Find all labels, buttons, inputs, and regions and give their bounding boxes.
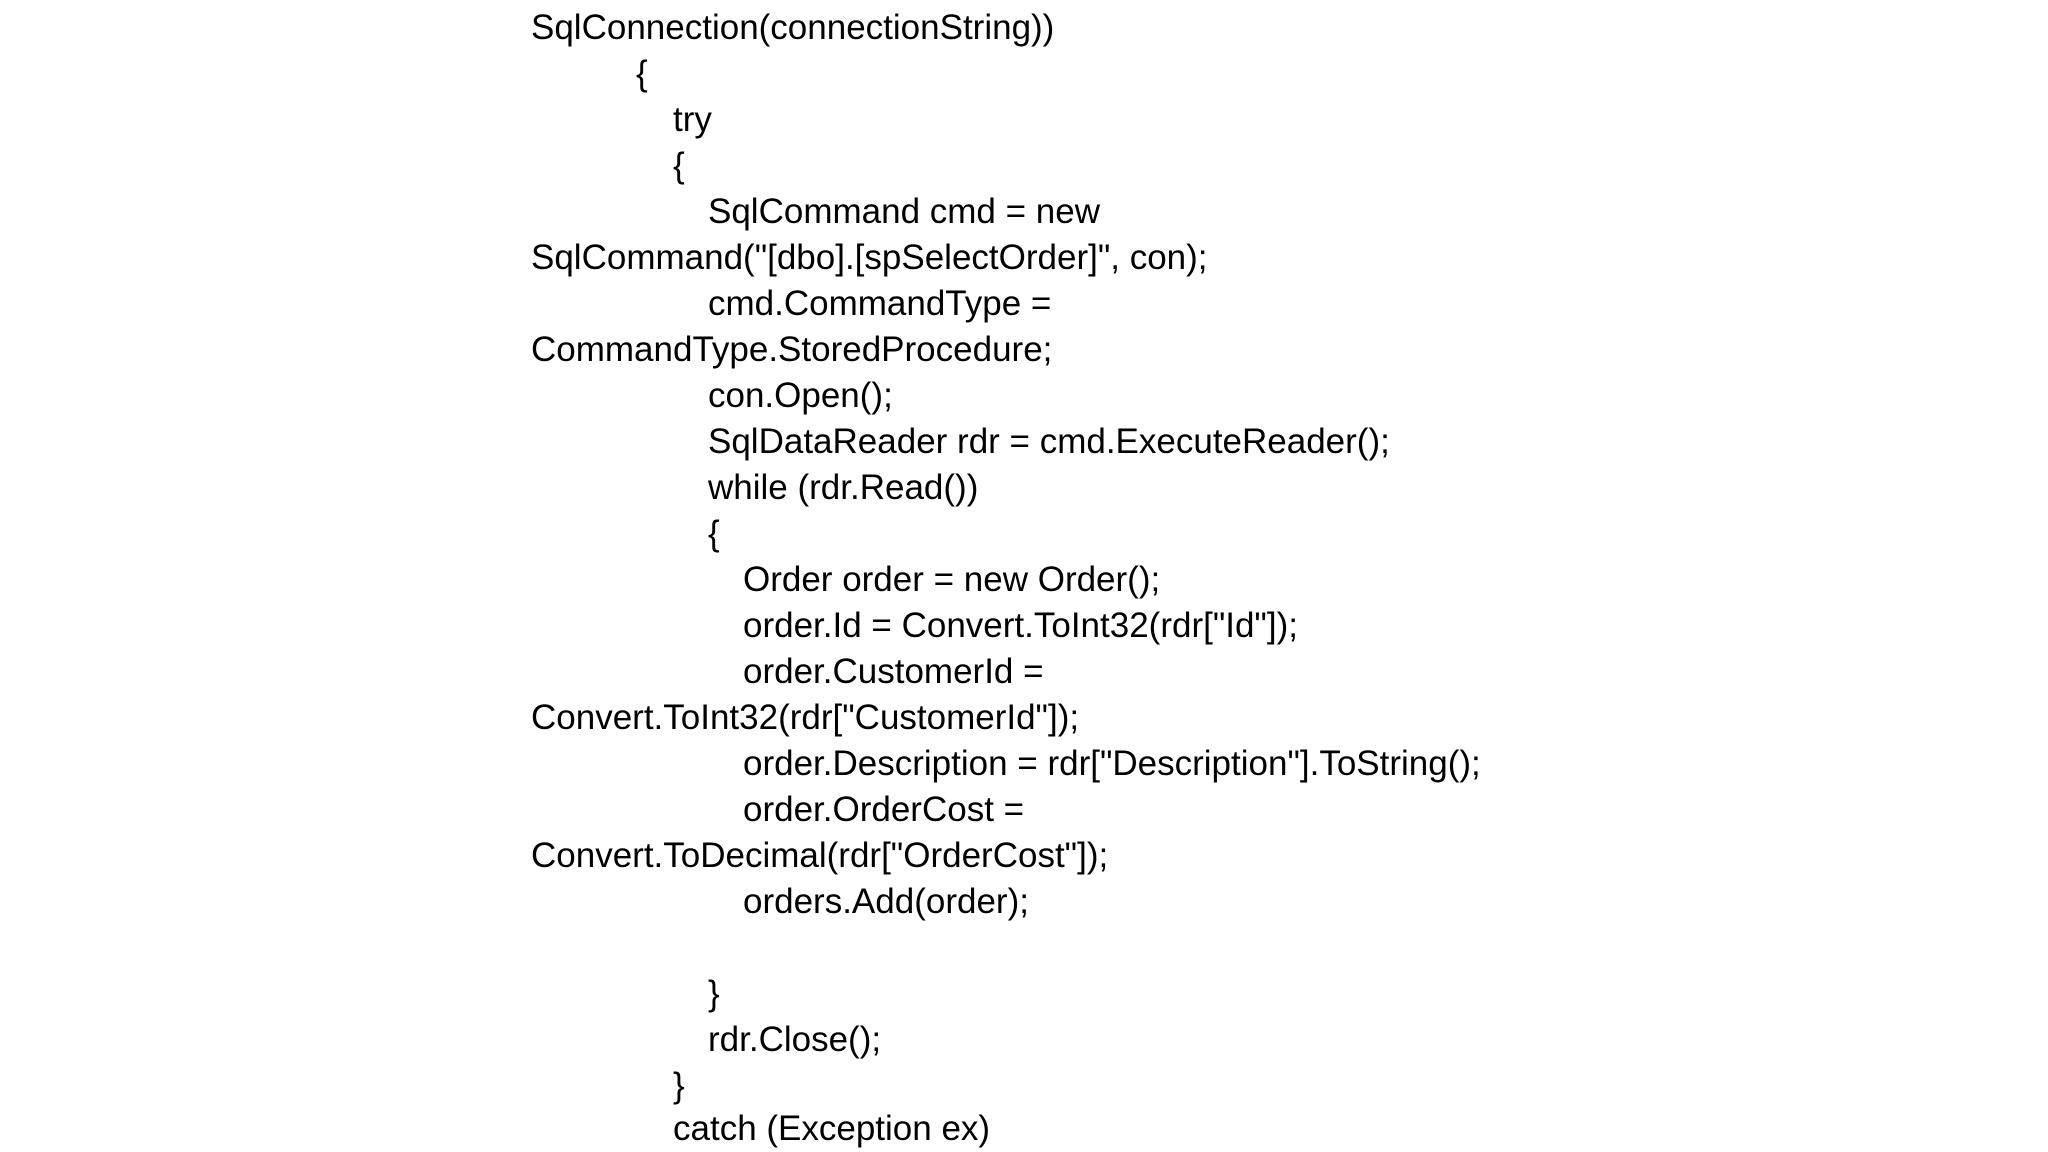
code-line: SqlCommand("[dbo].[spSelectOrder]", con)… [531,238,1208,277]
code-line: order.CustomerId = [743,652,1044,691]
code-line: while (rdr.Read()) [708,468,979,507]
code-line: SqlConnection(connectionString)) [531,8,1055,47]
code-line: CommandType.StoredProcedure; [531,330,1053,369]
code-line: con.Open(); [708,376,893,415]
code-line: { [673,146,685,185]
code-line: order.OrderCost = [743,790,1025,829]
code-line: } [673,1066,685,1105]
code-line: Order order = new Order(); [743,560,1161,599]
code-line: try [673,100,712,139]
code-line: Convert.ToDecimal(rdr["OrderCost"]); [531,836,1109,875]
code-line: } [708,974,720,1013]
code-line: orders.Add(order); [743,882,1029,921]
code-line: Convert.ToInt32(rdr["CustomerId"]); [531,698,1080,737]
code-line: { [636,54,648,93]
code-line: rdr.Close(); [708,1020,882,1059]
code-line: { [708,514,720,553]
code-line: SqlCommand cmd = new [708,192,1100,231]
code-line: order.Id = Convert.ToInt32(rdr["Id"]); [743,606,1298,645]
code-line: order.Description = rdr["Description"].T… [743,744,1481,783]
code-line: cmd.CommandType = [708,284,1052,323]
code-line: catch (Exception ex) [673,1109,991,1148]
code-line: SqlDataReader rdr = cmd.ExecuteReader(); [708,422,1390,461]
